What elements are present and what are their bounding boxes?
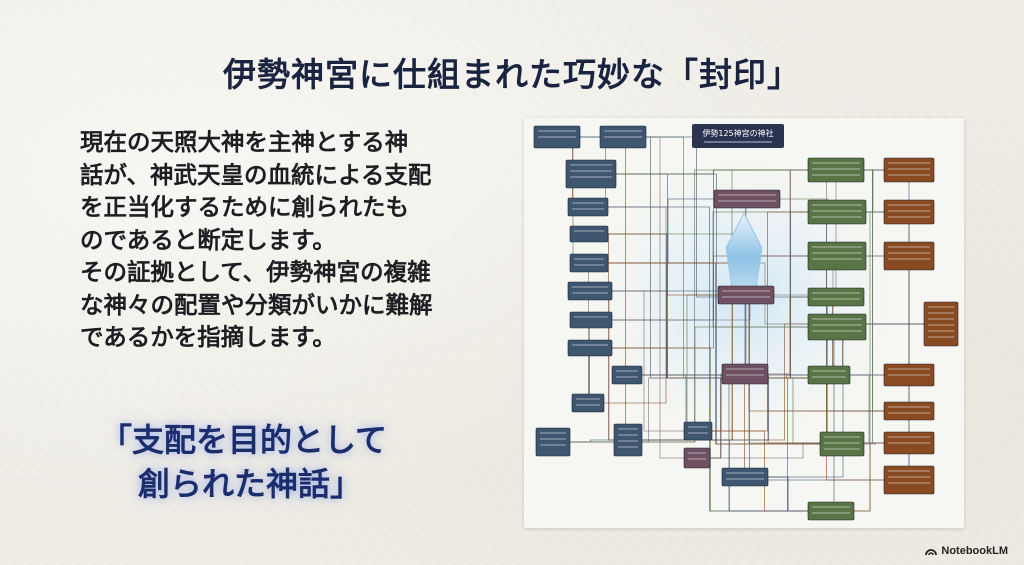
body-line: 現在の天照大神を主神とする神 (80, 128, 409, 156)
diagram-node (807, 241, 867, 271)
diagram-header: 伊勢125神宮の神社 (692, 124, 784, 148)
body-line: な神々の配置や分類がいかに難解 (80, 290, 433, 319)
diagram-node (721, 467, 769, 487)
diagram-canvas: 伊勢125神宮の神社 (533, 124, 959, 521)
diagram-node (807, 199, 867, 225)
diagram-node (567, 281, 613, 301)
connector-line (745, 323, 941, 478)
highlight-line: 「支配を目的として (100, 421, 388, 459)
highlight-quote: 「支配を目的として 創られた神話」 (100, 418, 500, 506)
diagram-node (807, 365, 851, 385)
connector-line (589, 262, 909, 412)
body-line: であるかを指摘します。 (80, 323, 336, 351)
body-text: 現在の天照大神を主神とする神 話が、神武天皇の血統による支配 を正当化するために… (80, 126, 520, 354)
brand-badge: NotebookLM (925, 545, 1008, 557)
body-line: その証拠として、伊勢神宮の複雑 (80, 258, 431, 286)
body-line: を正当化するために創られたも (80, 193, 409, 221)
diagram-node (717, 285, 775, 305)
body-line: のであると断定します。 (80, 225, 336, 254)
diagram-node (567, 197, 609, 217)
slide-title: 伊勢神宮に仕組まれた巧妙な「封印」 (223, 55, 801, 94)
diagram-node (713, 189, 781, 209)
body-line: 話が、神武天皇の血統による支配 (80, 160, 432, 189)
diagram-node (571, 393, 605, 413)
diagram-node (569, 253, 609, 273)
connector-line (590, 290, 698, 432)
connector-line (744, 377, 909, 481)
notebooklm-logo-icon (925, 548, 938, 555)
diagram-node (683, 447, 711, 469)
diagram-header-label: 伊勢125神宮の神社 (702, 128, 773, 138)
diagram-node (565, 159, 617, 189)
diagram-node (611, 365, 643, 385)
diagram-node (923, 301, 959, 347)
shrine-network-diagram: 伊勢125神宮の神社 (524, 118, 964, 528)
diagram-node (883, 241, 935, 271)
diagram-node (883, 401, 935, 421)
diagram-node (819, 431, 865, 457)
brand-label: NotebookLM (941, 545, 1008, 557)
connector-line (589, 233, 746, 296)
highlight-line: 創られた神話」 (138, 465, 363, 503)
diagram-node (535, 427, 571, 457)
diagram-node (613, 423, 643, 457)
connector-line (627, 374, 831, 512)
diagram-node (883, 199, 935, 225)
diagram-node (721, 363, 769, 385)
diagram-nodes (533, 125, 959, 521)
diagram-node (883, 157, 935, 183)
diagram-node (569, 311, 613, 329)
diagram-node (807, 313, 867, 341)
diagram-node (807, 501, 855, 521)
diagram-node (683, 421, 713, 441)
diagram-node (883, 465, 935, 495)
connector-line (744, 377, 745, 478)
diagram-node (807, 287, 865, 307)
diagram-node (569, 225, 609, 243)
diagram-node (567, 339, 613, 357)
diagram-node (807, 157, 865, 183)
connector-line (591, 169, 836, 175)
